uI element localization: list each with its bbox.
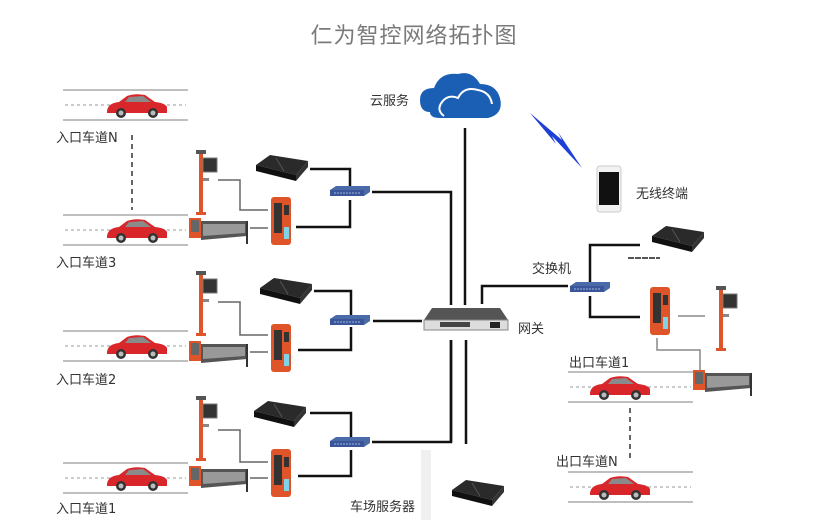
exit-barrier-gate [692, 369, 752, 397]
exit-lane-label: 出口车道N [556, 455, 618, 470]
cloud-icon [420, 73, 501, 118]
exit-lane-1 [567, 371, 694, 403]
camera-pole [195, 270, 218, 337]
entry-lane-3 [62, 214, 189, 246]
lane-switch [329, 436, 371, 448]
barrier-gate [188, 465, 248, 493]
core-switch [569, 281, 611, 293]
entry-lane-label: 入口车道1 [56, 502, 117, 517]
car-icon [107, 94, 167, 118]
entry-lane-label: 入口车道2 [56, 373, 117, 388]
exit-lane-controller [651, 225, 705, 253]
entry-lane-2 [62, 330, 189, 362]
lane-controller [259, 277, 313, 305]
exit-camera-pole [715, 285, 738, 352]
lane-switch [329, 185, 371, 197]
entry-lane-n [62, 89, 189, 121]
exit-ticket-kiosk [650, 287, 670, 335]
car-icon [107, 219, 167, 243]
car-icon [590, 476, 650, 500]
barrier-gate [188, 340, 248, 368]
car-icon [107, 467, 167, 491]
separator [421, 450, 431, 520]
ticket-kiosk [271, 324, 291, 372]
exit-lane-label: 出口车道1 [569, 356, 630, 371]
lane-controller [253, 400, 307, 428]
parking-server-device [451, 479, 505, 507]
parking-server-label: 车场服务器 [350, 500, 416, 515]
entry-group-bottom [188, 340, 453, 497]
entry-group-top [188, 149, 453, 305]
wireless-signal-icon [530, 113, 582, 168]
entry-lane-label: 入口车道3 [56, 256, 117, 271]
diagram-title: 仁为智控网络拓扑图 [310, 24, 518, 49]
entry-group-middle [188, 270, 422, 372]
lane-switch [329, 314, 371, 326]
gateway-device [423, 308, 509, 331]
barrier-gate [188, 217, 248, 245]
camera-pole [195, 395, 218, 462]
gateway-label: 网关 [518, 322, 545, 337]
camera-pole [195, 149, 218, 216]
entry-lane-1 [62, 462, 189, 494]
entry-lane-label: 入口车道N [56, 131, 118, 146]
switch-label: 交换机 [532, 262, 572, 277]
car-icon [590, 376, 650, 400]
exit-lane-n [567, 471, 694, 503]
ticket-kiosk [271, 197, 291, 245]
phone-icon [596, 165, 622, 213]
car-icon [107, 335, 167, 359]
ticket-kiosk [271, 449, 291, 497]
cloud-label: 云服务 [370, 94, 410, 109]
wireless-terminal-label: 无线终端 [636, 187, 689, 202]
lane-controller [255, 154, 309, 182]
